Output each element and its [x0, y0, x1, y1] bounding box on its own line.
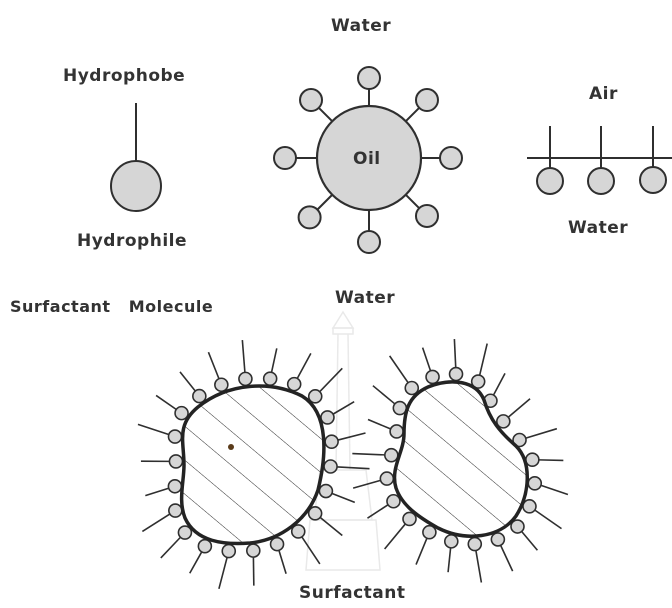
surfactant-bottom-label: Surfactant [299, 583, 406, 603]
right-particle-surfactant-tail [480, 344, 487, 375]
right-particle-body [395, 382, 528, 536]
right-particle-surfactant-tail [526, 429, 557, 438]
right-particle-surfactant-tail [448, 548, 450, 572]
water-right-label: Water [568, 218, 628, 238]
left-particle-surfactant-head [319, 485, 332, 498]
left-particle-surfactant-tail [272, 348, 277, 371]
interface-surfactant-head [537, 168, 563, 194]
left-particle-surfactant-tail [138, 424, 168, 434]
left-particle-surfactant-tail [242, 340, 245, 372]
oil-surfactant-head [299, 206, 321, 228]
right-particle-surfactant-tail [353, 481, 380, 489]
air-water-interface-illustration: Air Water [527, 84, 672, 238]
right-particle-surfactant-head [426, 370, 439, 383]
oil-surfactant-head [416, 89, 438, 111]
oil-surfactant-head [416, 205, 438, 227]
left-particle-surfactant-tail [338, 433, 365, 440]
water-top-label: Water [331, 16, 391, 36]
water-middle-label: Water [335, 288, 395, 308]
left-particle-surfactant-tail [332, 494, 354, 503]
right-particle-surfactant-tail [368, 420, 390, 429]
surfactant-molecule-illustration: Hydrophobe Hydrophile Surfactant Molecul… [10, 66, 213, 316]
left-particle-surfactant-head [169, 504, 182, 517]
left-particle-surfactant-head [247, 544, 260, 557]
right-particle-surfactant-tail [522, 532, 537, 550]
surfactant-molecule-label: Surfactant Molecule [10, 297, 213, 316]
right-particle-surfactant-head [450, 368, 463, 381]
left-particle-surfactant-head [264, 372, 277, 385]
oil-label: Oil [353, 149, 381, 169]
left-particle-surfactant-tail [161, 538, 180, 558]
right-particle-surfactant-head [491, 533, 504, 546]
left-particle-surfactant-head [169, 455, 182, 468]
right-particle-surfactant-head [445, 535, 458, 548]
left-particle-surfactant-head [288, 378, 301, 391]
left-particle-surfactant-tail [145, 488, 168, 495]
left-particle-surfactant-tail [320, 368, 342, 391]
left-particle-surfactant-head [198, 540, 211, 553]
right-particle-surfactant-tail [416, 539, 427, 565]
right-particle-surfactant-tail [373, 386, 395, 404]
air-label: Air [589, 84, 618, 104]
right-particle-surfactant-head [528, 477, 541, 490]
left-particle-surfactant-head [175, 407, 188, 420]
left-particle-illustration [138, 340, 370, 589]
left-particle-surfactant-tail [298, 353, 311, 378]
left-particle-surfactant-head [222, 545, 235, 558]
left-particle-surfactant-tail [279, 551, 286, 574]
left-particle-surfactant-head [168, 430, 181, 443]
left-particle-body [182, 386, 324, 543]
oil-surfactant-head [440, 147, 462, 169]
left-particle-surfactant-head [324, 460, 337, 473]
right-particle-surfactant-tail [385, 524, 405, 549]
right-particle-surfactant-head [380, 472, 393, 485]
right-particle-surfactant-tail [535, 510, 561, 528]
left-particle-surfactant-tail [180, 372, 195, 391]
right-particle-surfactant-tail [494, 373, 505, 394]
hydrophobe-label: Hydrophobe [63, 66, 185, 86]
left-particle-surfactant-tail [156, 395, 176, 409]
right-particle-surfactant-head [387, 495, 400, 508]
left-particle-surfactant-tail [190, 552, 202, 573]
right-particle-surfactant-tail [352, 454, 384, 455]
speck-dot [228, 444, 234, 450]
left-particle-surfactant-head [321, 411, 334, 424]
oil-surfactant-head [358, 231, 380, 253]
right-particle-surfactant-head [523, 500, 536, 513]
interface-surfactant-head [588, 168, 614, 194]
left-particle-surfactant-tail [219, 558, 227, 589]
oil-surfactant-head [358, 67, 380, 89]
hydrophile-head [111, 161, 161, 211]
hydrophile-label: Hydrophile [77, 231, 187, 251]
right-particle-illustration [352, 339, 568, 582]
left-particle-surfactant-head [325, 435, 338, 448]
oil-in-water-illustration: Water Oil [274, 16, 462, 253]
right-particle-surfactant-tail [476, 551, 481, 583]
right-particle-surfactant-head [390, 425, 403, 438]
left-particle-surfactant-head [168, 480, 181, 493]
oil-surfactant-head [274, 147, 296, 169]
left-particle-surfactant-tail [338, 467, 370, 469]
right-particle-surfactant-tail [509, 399, 530, 417]
right-particle-surfactant-head [385, 449, 398, 462]
right-particle-surfactant-tail [390, 356, 408, 382]
left-particle-surfactant-tail [302, 537, 320, 564]
right-particle-surfactant-head [468, 538, 481, 551]
oil-surfactant-head [300, 89, 322, 111]
right-particle-surfactant-tail [539, 460, 563, 461]
right-particle-surfactant-head [526, 453, 539, 466]
right-particle-surfactant-tail [501, 546, 513, 571]
left-particle-surfactant-tail [142, 514, 169, 531]
left-particle-surfactant-tail [208, 352, 218, 378]
right-particle-surfactant-tail [423, 348, 431, 371]
right-particle-surfactant-tail [541, 486, 568, 495]
left-particle-surfactant-head [215, 378, 228, 391]
interface-surfactant-head [640, 167, 666, 193]
left-particle-surfactant-head [239, 372, 252, 385]
right-particle-surfactant-tail [454, 339, 455, 367]
left-particle-surfactant-head [271, 538, 284, 551]
